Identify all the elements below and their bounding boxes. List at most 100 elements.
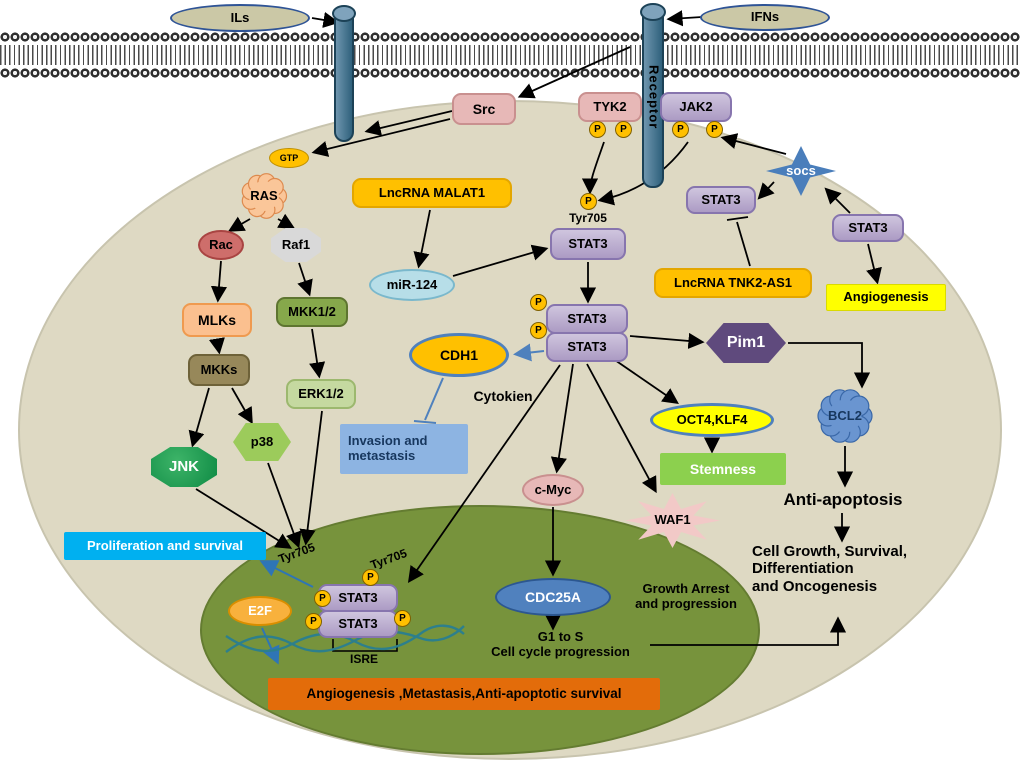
- stat3-label: STAT3: [567, 338, 607, 354]
- g1s-label: G1 to S Cell cycle progression: [478, 628, 643, 662]
- p-label: P: [399, 613, 406, 624]
- phospho-badge: P: [362, 569, 379, 586]
- phospho-badge: P: [305, 613, 322, 630]
- node-cdc25a: CDC25A: [495, 578, 611, 616]
- node-stat3-nuclear-2: STAT3: [318, 610, 398, 638]
- erk12-label: ERK1/2: [298, 385, 344, 401]
- node-oct4-klf4: OCT4,KLF4: [650, 403, 774, 437]
- anti-apoptosis-label: Anti-apoptosis: [768, 489, 918, 511]
- phospho-badge: P: [530, 294, 547, 311]
- tyr705-label-top: Tyr705: [553, 211, 623, 226]
- node-stat3-dimer-2: STAT3: [546, 332, 628, 362]
- malat1-label: LncRNA MALAT1: [378, 184, 486, 200]
- mkks-label: MKKs: [200, 361, 238, 377]
- cytokien-label: Cytokien: [465, 388, 541, 404]
- ils-label: ILs: [230, 9, 250, 25]
- p-label: P: [594, 124, 601, 135]
- node-lncrna-tnk2: LncRNA TNK2-AS1: [654, 268, 812, 298]
- tnk2-label: LncRNA TNK2-AS1: [674, 274, 792, 290]
- ras-cloud-shape: [241, 173, 288, 219]
- proliferation-label: Proliferation and survival: [86, 537, 244, 553]
- node-invasion-metastasis: Invasion and metastasis: [340, 424, 468, 474]
- node-mlks: MLKs: [182, 303, 252, 337]
- cell-growth-text: Cell Growth, Survival, Differentiation a…: [752, 543, 908, 595]
- node-mkk12: MKK1/2: [276, 297, 348, 327]
- p-label: P: [319, 593, 326, 604]
- src-label: Src: [472, 100, 496, 117]
- p38-label: p38: [250, 433, 274, 449]
- invasion-label: Invasion and metastasis: [348, 433, 428, 463]
- node-e2f: E2F: [228, 596, 292, 626]
- receptor-left-cap: [332, 5, 356, 22]
- stat3-label: STAT3: [701, 191, 741, 207]
- node-tyk2: TYK2: [578, 92, 642, 122]
- e2f-label: E2F: [248, 602, 272, 618]
- node-raf1: Raf1: [271, 228, 321, 262]
- stat3-label: STAT3: [848, 219, 888, 235]
- angiogenesis-label: Angiogenesis: [843, 289, 929, 305]
- cell-membrane: [0, 31, 1020, 79]
- node-angiogenesis: Angiogenesis: [826, 284, 946, 311]
- stat3-label: STAT3: [568, 235, 608, 251]
- cytokien-text: Cytokien: [473, 387, 533, 404]
- node-cdh1: CDH1: [409, 333, 509, 377]
- node-gtp: GTP: [269, 148, 309, 168]
- cell-growth-label: Cell Growth, Survival, Differentiation a…: [752, 543, 967, 615]
- node-bcl2: BCL2: [803, 387, 887, 445]
- receptor-left: [334, 8, 354, 142]
- receptor-right-cap: [640, 3, 666, 21]
- node-jnk: JNK: [151, 447, 217, 487]
- anti-apoptosis-text: Anti-apoptosis: [783, 490, 903, 510]
- node-cmyc: c-Myc: [522, 474, 584, 506]
- phospho-badge: P: [672, 121, 689, 138]
- p-label: P: [367, 572, 374, 583]
- node-mir124: miR-124: [369, 269, 455, 301]
- socs-label: socs: [786, 162, 816, 178]
- node-stat3-right: STAT3: [832, 214, 904, 242]
- gtp-label: GTP: [279, 152, 299, 163]
- growth-arrest-text: Growth Arrest and progression: [635, 581, 737, 611]
- stat3-label: STAT3: [567, 310, 607, 326]
- isre-text: ISRE: [349, 652, 378, 667]
- bcl2-label: BCL2: [828, 407, 862, 423]
- node-jak2: JAK2: [660, 92, 732, 122]
- node-stat3-upper: STAT3: [686, 186, 756, 214]
- cmyc-label: c-Myc: [534, 481, 572, 497]
- mkk12-label: MKK1/2: [288, 303, 336, 319]
- bcl2-cloud-shape: [817, 389, 873, 443]
- node-erk12: ERK1/2: [286, 379, 356, 409]
- tyr705-text: Tyr705: [569, 211, 607, 226]
- node-pim1: Pim1: [706, 323, 786, 363]
- node-bottom-banner: Angiogenesis ,Metastasis,Anti-apoptotic …: [268, 678, 660, 710]
- node-stat3-mono: STAT3: [550, 228, 626, 260]
- node-src: Src: [452, 93, 516, 125]
- phospho-badge: P: [394, 610, 411, 627]
- p-label: P: [310, 616, 317, 627]
- mlks-label: MLKs: [197, 311, 237, 328]
- ligand-ils: ILs: [170, 4, 310, 32]
- jak2-label: JAK2: [679, 98, 713, 114]
- ifns-label: IFNs: [750, 9, 780, 25]
- node-lncrna-malat1: LncRNA MALAT1: [352, 178, 512, 208]
- node-mkks: MKKs: [188, 354, 250, 386]
- stat3-label: STAT3: [338, 615, 378, 631]
- waf1-label: WAF1: [654, 512, 691, 528]
- raf1-label: Raf1: [281, 236, 311, 252]
- node-stemness: Stemness: [660, 453, 786, 485]
- oct4-label: OCT4,KLF4: [676, 411, 748, 427]
- p-label: P: [535, 297, 542, 308]
- ligand-ifns: IFNs: [700, 4, 830, 31]
- isre-label: ISRE: [340, 652, 388, 667]
- stat3-label: STAT3: [338, 589, 378, 605]
- node-ras: RAS: [232, 170, 296, 222]
- g1s-text: G1 to S Cell cycle progression: [491, 629, 630, 659]
- p-label: P: [711, 124, 718, 135]
- bottom-banner-label: Angiogenesis ,Metastasis,Anti-apoptotic …: [306, 686, 622, 702]
- stemness-label: Stemness: [689, 460, 757, 477]
- node-p38: p38: [233, 423, 291, 461]
- phospho-badge: P: [314, 590, 331, 607]
- node-waf1: WAF1: [625, 493, 720, 548]
- arrow-ils-receptor: [311, 11, 340, 28]
- receptor-label: Receptor: [646, 64, 662, 130]
